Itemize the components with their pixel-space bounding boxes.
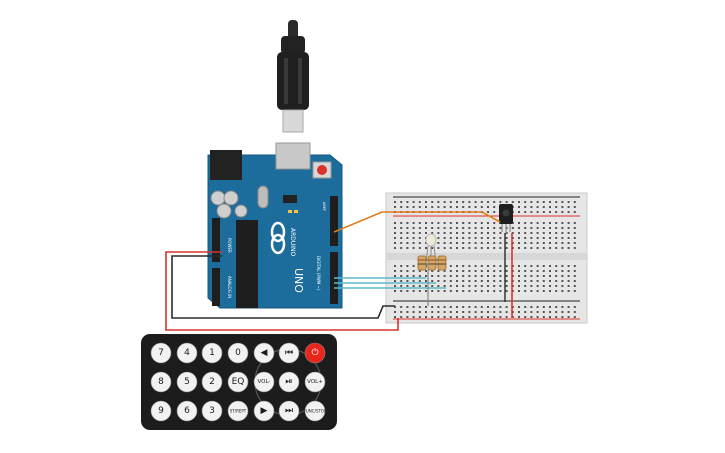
remote-button-label: 3 [209,406,215,416]
usb-port [275,142,311,170]
brand-label: ARDUINO [289,228,296,257]
remote-button-digit-9[interactable]: 9 [150,400,172,422]
remote-button-label: VOL- [258,379,271,385]
remote-button-label: ◀ [261,348,268,358]
power-jack [210,150,242,180]
arduino-logo [270,221,286,255]
aref-label: AREF [322,202,326,211]
remote-button-label: ⏻ [311,347,318,358]
wire-gnd[interactable] [171,255,395,319]
remote-button-forward[interactable]: ⏭ [278,400,300,422]
remote-button-label: 2 [209,377,215,387]
remote-button-skip-back[interactable]: ◀ [253,342,275,364]
wire-5v[interactable] [165,251,399,331]
reset-button[interactable] [317,165,327,175]
remote-button-label: EQ [232,377,245,387]
remote-button-digit-6[interactable]: 6 [176,400,198,422]
remote-button-vol-down[interactable]: VOL- [253,371,275,393]
remote-button-grid: 7 4 1 0 ◀ ⏮ ⏻ 8 5 2 EQ VOL- ⏯ VOL+ 9 6 3 ST/REPT ▶ ⏭ FUNC/ST… [150,342,327,422]
digital-label: DIGITAL (PWM ~) [316,256,321,291]
remote-button-digit-4[interactable]: 4 [176,342,198,364]
remote-button-label: FUNC/STOP [304,409,327,414]
wire-ir-signal[interactable] [333,211,501,233]
wires[interactable] [165,211,513,331]
model-label: UNO [292,268,305,293]
remote-button-label: 5 [184,377,190,387]
remote-button-label: 4 [184,348,190,358]
remote-button-digit-2[interactable]: 2 [201,371,223,393]
resistors[interactable] [417,255,447,271]
atmega-chip [236,220,258,308]
remote-button-digit-5[interactable]: 5 [176,371,198,393]
remote-button-digit-7[interactable]: 7 [150,342,172,364]
remote-button-digit-3[interactable]: 3 [201,400,223,422]
remote-button-label: 6 [184,406,190,416]
remote-button-vol-up[interactable]: VOL+ [304,371,326,393]
ir-receiver[interactable] [499,204,513,232]
remote-button-play-pause[interactable]: ⏯ [278,371,300,393]
remote-button-label: 1 [209,348,215,358]
remote-button-digit-1[interactable]: 1 [201,342,223,364]
remote-button-power[interactable]: ⏻ [304,342,326,364]
arduino-uno-board[interactable]: ARDUINO UNO DIGITAL (PWM ~) AREF POWER A… [207,142,343,309]
remote-button-eq[interactable]: EQ [227,371,249,393]
remote-button-label: 9 [158,406,164,416]
remote-button-label: 7 [158,348,164,358]
remote-button-func-stop[interactable]: FUNC/STOP [304,400,327,422]
digital-header-high [330,196,338,246]
remote-button-label: ⏮ [285,348,293,358]
remote-button-label: ST/REPT [230,409,247,414]
usb-cable[interactable] [277,20,309,133]
remote-button-rewind[interactable]: ⏮ [278,342,300,364]
remote-button-play[interactable]: ▶ [253,400,275,422]
remote-button-digit-0[interactable]: 0 [227,342,249,364]
remote-button-st-rept[interactable]: ST/REPT [227,400,249,422]
remote-button-label: ⏯ [285,377,292,387]
remote-button-label: ▶ [261,406,268,416]
analog-header [212,268,220,306]
ir-remote[interactable]: 7 4 1 0 ◀ ⏮ ⏻ 8 5 2 EQ VOL- ⏯ VOL+ 9 6 3 ST/REPT ▶ ⏭ FUNC/ST… [141,334,337,430]
remote-button-label: ⏭ [285,406,293,416]
remote-button-label: VOL+ [307,379,323,385]
remote-button-label: 8 [158,377,164,387]
remote-button-label: 0 [235,348,241,358]
analog-label: ANALOG IN [227,276,232,298]
remote-button-digit-8[interactable]: 8 [150,371,172,393]
power-label: POWER [227,238,232,253]
power-header [212,218,220,262]
